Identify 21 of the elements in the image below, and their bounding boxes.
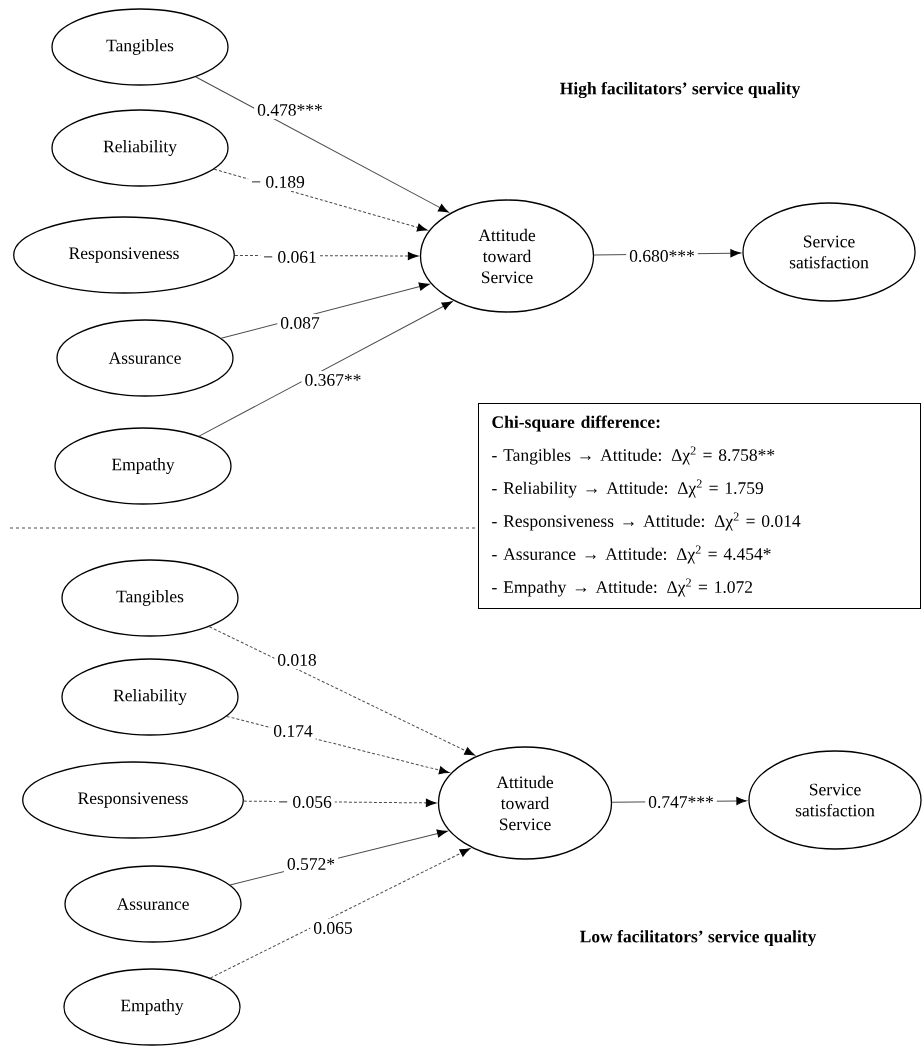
- edge-label: − 0.189: [248, 173, 308, 191]
- edge-label: 0.018: [274, 651, 320, 669]
- path-arrow: [213, 168, 428, 232]
- edge-label: 0.572*: [283, 855, 339, 873]
- path-arrow: [195, 76, 449, 213]
- note-box: Chi-square difference: - Tangibles → Attitude: Δχ$^{2}$ = 8.758** - Reliability → Attitude: Δχ$^{2}$ = 1.759 - Responsiveness → Attitude: Δχ$^{2}$ = 0.014 - Assurance → Attitude: Δχ$^{2}$ = 4.454* - Empathy → Attitude: Δχ$^{2}$ = 1.072: [478, 403, 921, 610]
- path-arrow: [209, 848, 471, 979]
- edge-label: − 0.061: [260, 248, 320, 266]
- edge-label: 0.174: [270, 722, 316, 740]
- edge-label: − 0.056: [275, 793, 335, 811]
- edge-label: 0.087: [277, 314, 323, 332]
- edge-label: 0.747***: [645, 793, 717, 811]
- panel-heading: Low facilitators’ service quality: [579, 929, 817, 947]
- edge-label: 0.367**: [301, 371, 365, 389]
- panel-heading: High facilitators’ service quality: [560, 81, 801, 99]
- edge-label: 0.478***: [254, 101, 326, 119]
- path-arrow: [198, 301, 453, 437]
- path-arrow: [226, 715, 450, 775]
- edge-label: 0.065: [310, 919, 356, 937]
- edge-label: 0.680***: [626, 247, 698, 265]
- path-arrow: [208, 626, 475, 756]
